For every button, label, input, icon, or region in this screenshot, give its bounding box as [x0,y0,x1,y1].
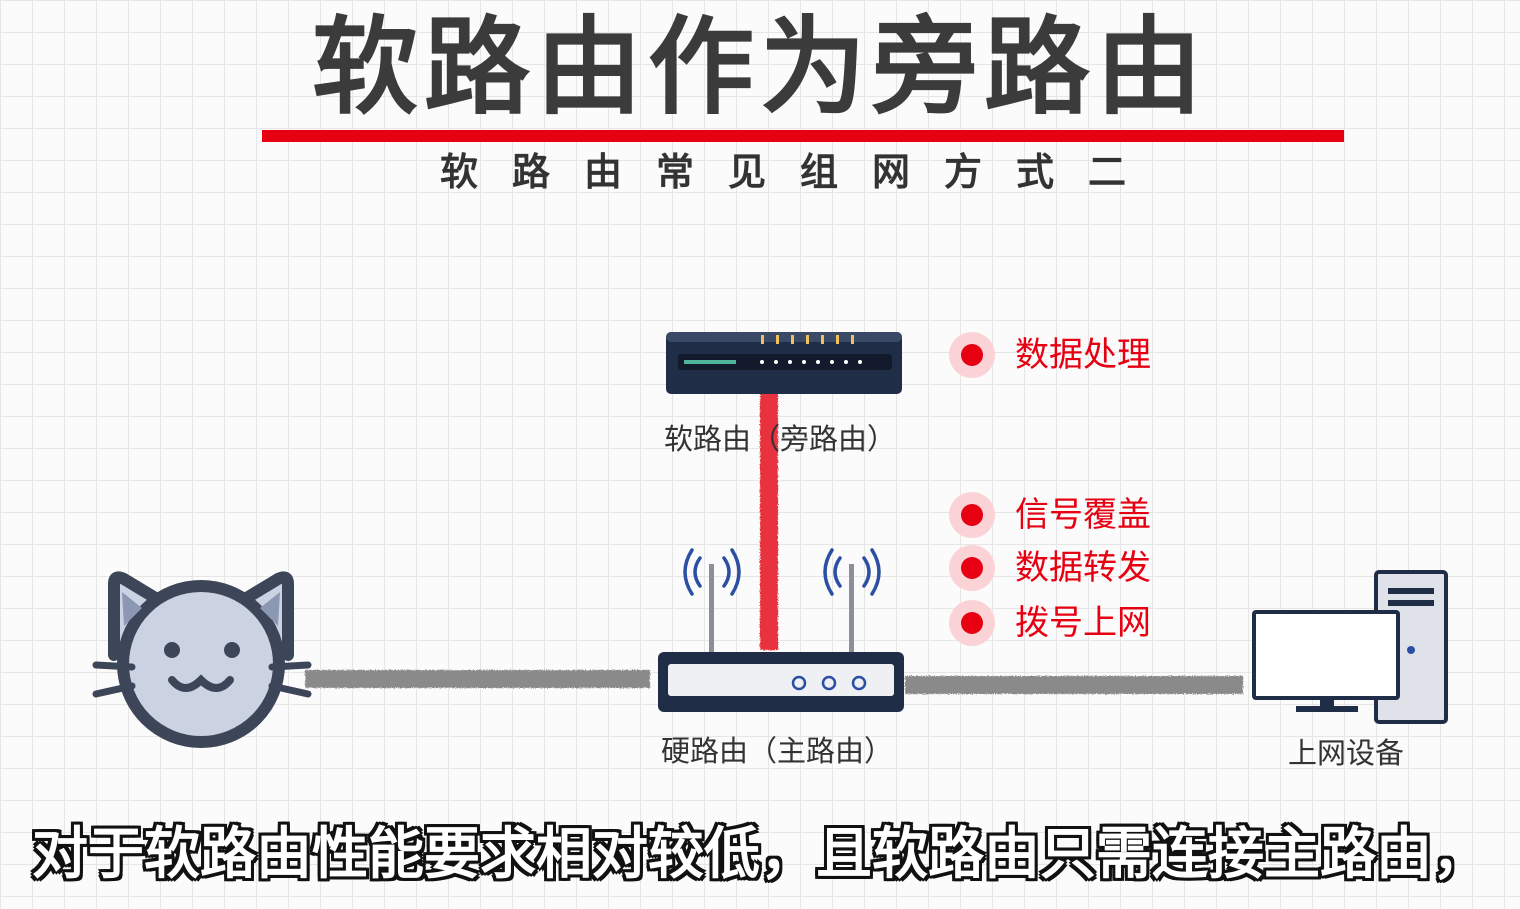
soft-to-hard-router-cable [760,392,778,650]
title-underline [262,130,1344,142]
bullet-icon [949,332,995,378]
feature-item: 数据处理 [949,332,1151,378]
bullet-icon [949,600,995,646]
client-label: 上网设备 [1288,736,1405,770]
desktop-computer-icon [1252,570,1448,724]
feature-item: 数据转发 [949,545,1151,591]
feature-label: 数据转发 [1015,548,1151,588]
feature-label: 数据处理 [1015,335,1151,375]
wifi-router-icon [658,548,904,712]
feature-item: 信号覆盖 [949,492,1151,538]
soft-router-icon [666,332,902,394]
cat-icon [92,571,312,748]
bullet-icon [949,545,995,591]
video-caption: 对于软路由性能要求相对较低，且软路由只需连接主路由， [32,822,1488,887]
page-subtitle: 软路由常见组网方式二 [439,150,1160,194]
feature-label: 信号覆盖 [1015,495,1151,535]
router-to-pc-cable [905,676,1243,694]
cat-to-router-cable [305,670,650,688]
bullet-icon [949,492,995,538]
feature-label: 拨号上网 [1015,603,1151,643]
feature-item: 拨号上网 [949,600,1151,646]
page-title: 软路由作为旁路由 [312,6,1208,129]
soft-router-label: 软路由（旁路由） [664,422,897,456]
hard-router-label: 硬路由（主路由） [661,734,894,768]
